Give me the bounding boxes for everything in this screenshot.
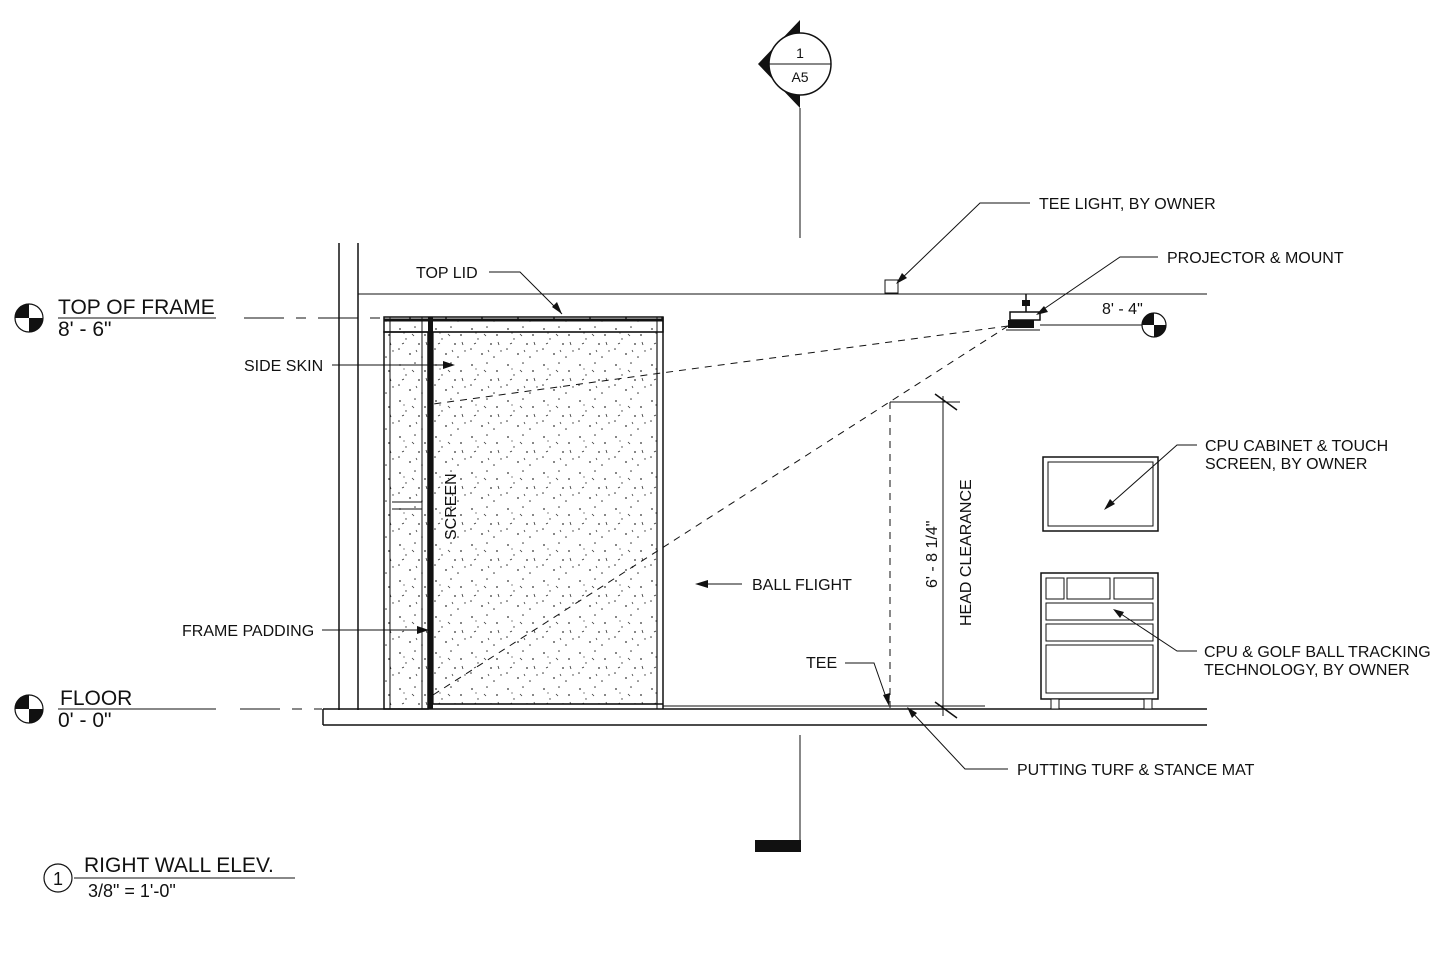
callout-top-lid: TOP LID: [416, 265, 563, 315]
level-marker-top-of-frame: TOP OF FRAME 8' - 6": [14, 296, 382, 341]
screen-panel: [432, 331, 658, 705]
view-scale: 3/8" = 1'-0": [88, 881, 176, 901]
section-marker: 1 A5: [758, 20, 832, 238]
label-cpu-cabinet-1: CPU CABINET & TOUCH: [1205, 438, 1388, 455]
projector-mount: [1006, 294, 1041, 331]
level-elev-top-of-frame: 8' - 6": [58, 318, 111, 341]
tee-light: [884, 279, 899, 294]
label-ball-flight: BALL FLIGHT: [752, 577, 852, 594]
label-tee-light: TEE LIGHT, BY OWNER: [1039, 196, 1216, 213]
callout-side-skin: SIDE SKIN: [244, 358, 455, 375]
label-tee: TEE: [806, 655, 837, 672]
callout-cpu-cabinet: CPU CABINET & TOUCH SCREEN, BY OWNER: [1104, 438, 1388, 510]
view-number: 1: [53, 869, 63, 889]
callout-tee-light: TEE LIGHT, BY OWNER: [896, 196, 1216, 284]
side-skin-panel: [383, 331, 429, 710]
level-elev-floor: 0' - 0": [58, 709, 111, 732]
label-cpu-tracking-1: CPU & GOLF BALL TRACKING: [1204, 644, 1431, 661]
callout-projector: PROJECTOR & MOUNT: [1036, 250, 1344, 315]
projection-lines: [432, 325, 1009, 709]
touch-screen: [1042, 456, 1159, 532]
room-structure: [322, 243, 1207, 726]
head-clearance-dimension: 6' - 8 1/4" HEAD CLEARANCE: [890, 393, 975, 719]
callout-frame-padding: FRAME PADDING: [182, 623, 429, 640]
callout-putting-turf: PUTTING TURF & STANCE MAT: [907, 707, 1255, 779]
label-projector: PROJECTOR & MOUNT: [1167, 250, 1344, 267]
level-marker-floor: FLOOR 0' - 0": [14, 687, 322, 732]
section-sheet: A5: [791, 69, 808, 85]
level-elev-projector: 8' - 4": [1102, 301, 1143, 318]
label-top-lid: TOP LID: [416, 265, 478, 282]
label-cpu-tracking-2: TECHNOLOGY, BY OWNER: [1204, 662, 1410, 679]
enclosure: [383, 316, 664, 710]
callout-tee: TEE: [806, 655, 890, 706]
label-frame-padding: FRAME PADDING: [182, 623, 314, 640]
label-side-skin: SIDE SKIN: [244, 358, 323, 375]
callout-cpu-tracking: CPU & GOLF BALL TRACKING TECHNOLOGY, BY …: [1113, 609, 1431, 679]
label-putting-turf: PUTTING TURF & STANCE MAT: [1017, 762, 1255, 779]
section-cut-line-bottom: [755, 735, 801, 852]
callout-ball-flight: BALL FLIGHT: [695, 577, 852, 594]
level-marker-projector: 8' - 4": [1040, 301, 1167, 338]
label-cpu-cabinet-2: SCREEN, BY OWNER: [1205, 456, 1367, 473]
label-screen: SCREEN: [443, 473, 460, 540]
view-title-text: RIGHT WALL ELEV.: [84, 854, 274, 877]
head-clearance-dim-text: 6' - 8 1/4": [924, 521, 941, 588]
cpu-cabinet: [1040, 572, 1159, 710]
section-number: 1: [796, 45, 804, 61]
head-clearance-label: HEAD CLEARANCE: [958, 479, 975, 626]
level-name-floor: FLOOR: [60, 687, 132, 710]
level-name-top-of-frame: TOP OF FRAME: [58, 296, 215, 319]
frame-padding-post: [428, 317, 433, 709]
view-title: 1 RIGHT WALL ELEV. 3/8" = 1'-0": [43, 854, 295, 901]
